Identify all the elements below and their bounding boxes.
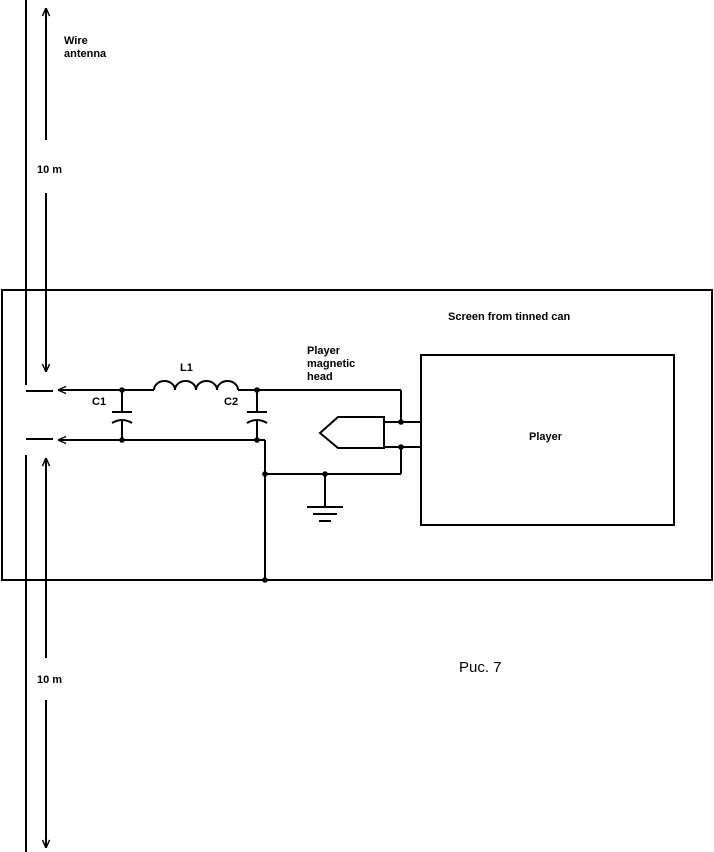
junction-c1-top — [119, 387, 125, 393]
junction-c1-bottom — [119, 437, 125, 443]
player-label: Player — [529, 431, 563, 443]
l1-label: L1 — [180, 362, 193, 374]
junction-ground-symbol — [322, 471, 328, 477]
antenna-label: Wire antenna — [64, 35, 107, 60]
magnetic-head-label: Player magnetic head — [307, 345, 356, 383]
length-label-bottom: 10 m — [37, 674, 63, 686]
screen-enclosure — [1, 289, 713, 581]
c2-label: C2 — [224, 396, 239, 408]
c1-label: C1 — [92, 396, 107, 408]
junction-ground-top — [262, 471, 268, 477]
junction-ground-screen — [262, 577, 268, 583]
junction-c2-top — [254, 387, 260, 393]
player-box — [420, 354, 675, 526]
magnetic-head-icon — [318, 416, 385, 449]
length-label-top: 10 m — [37, 164, 63, 176]
junction-c2-bottom — [254, 437, 260, 443]
inductor-l1 — [153, 380, 239, 391]
junction-head-top — [398, 419, 404, 425]
figure-caption: Рuc. 7 — [459, 659, 502, 676]
junction-head-bottom — [398, 444, 404, 450]
screen-label: Screen from tinned can — [448, 311, 571, 323]
